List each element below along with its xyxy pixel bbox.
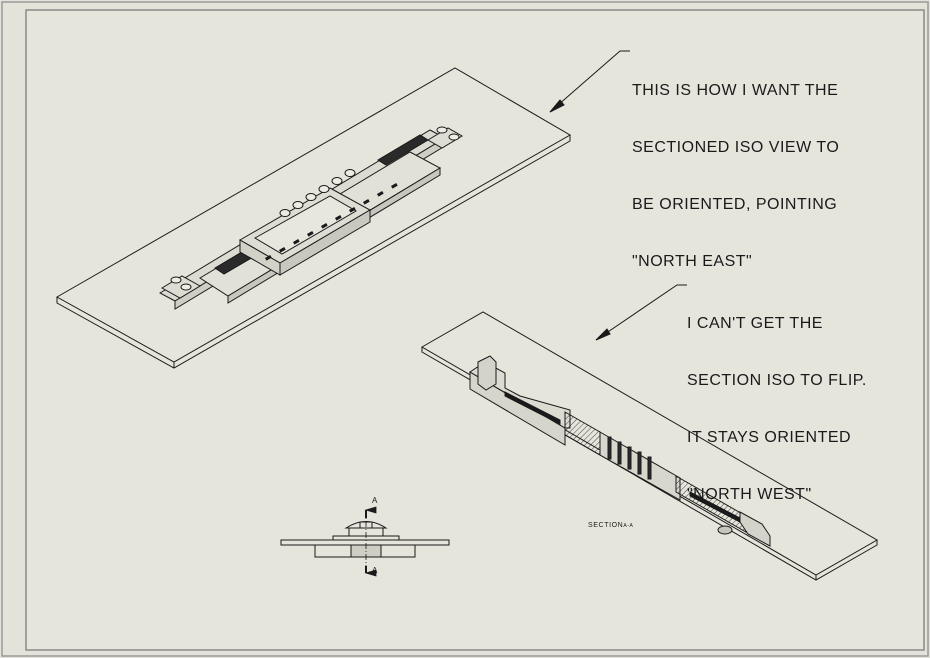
leader-arrow-1 [549,50,630,113]
note2-line: "NORTH WEST" [687,486,812,503]
iso-view-north-east [55,67,571,369]
note1-line: BE ORIENTED, POINTING [632,196,838,213]
note2-line: IT STAYS ORIENTED [687,429,852,446]
note1-line: THIS IS HOW I WANT THE [632,82,839,99]
section-label-suffix: A-A [623,523,634,529]
section-label-text: SECTION [588,522,624,529]
note2-line: SECTION ISO TO FLIP. [687,372,867,389]
note-desired-orientation: THIS IS HOW I WANT THE SECTIONED ISO VIE… [632,43,839,290]
note1-line: SECTIONED ISO VIEW TO [632,139,840,156]
leader-arrow-2 [595,284,687,341]
section-line-a-a [364,506,377,577]
section-letter-top: A [372,496,378,505]
section-view-label: SECTIONA-A [588,522,633,529]
section-letter-bottom: A [372,566,378,575]
note1-line: "NORTH EAST" [632,253,753,270]
section-iso-view-north-west [420,311,879,581]
note2-line: I CAN'T GET THE [687,315,823,332]
note-current-orientation: I CAN'T GET THE SECTION ISO TO FLIP. IT … [687,276,867,523]
